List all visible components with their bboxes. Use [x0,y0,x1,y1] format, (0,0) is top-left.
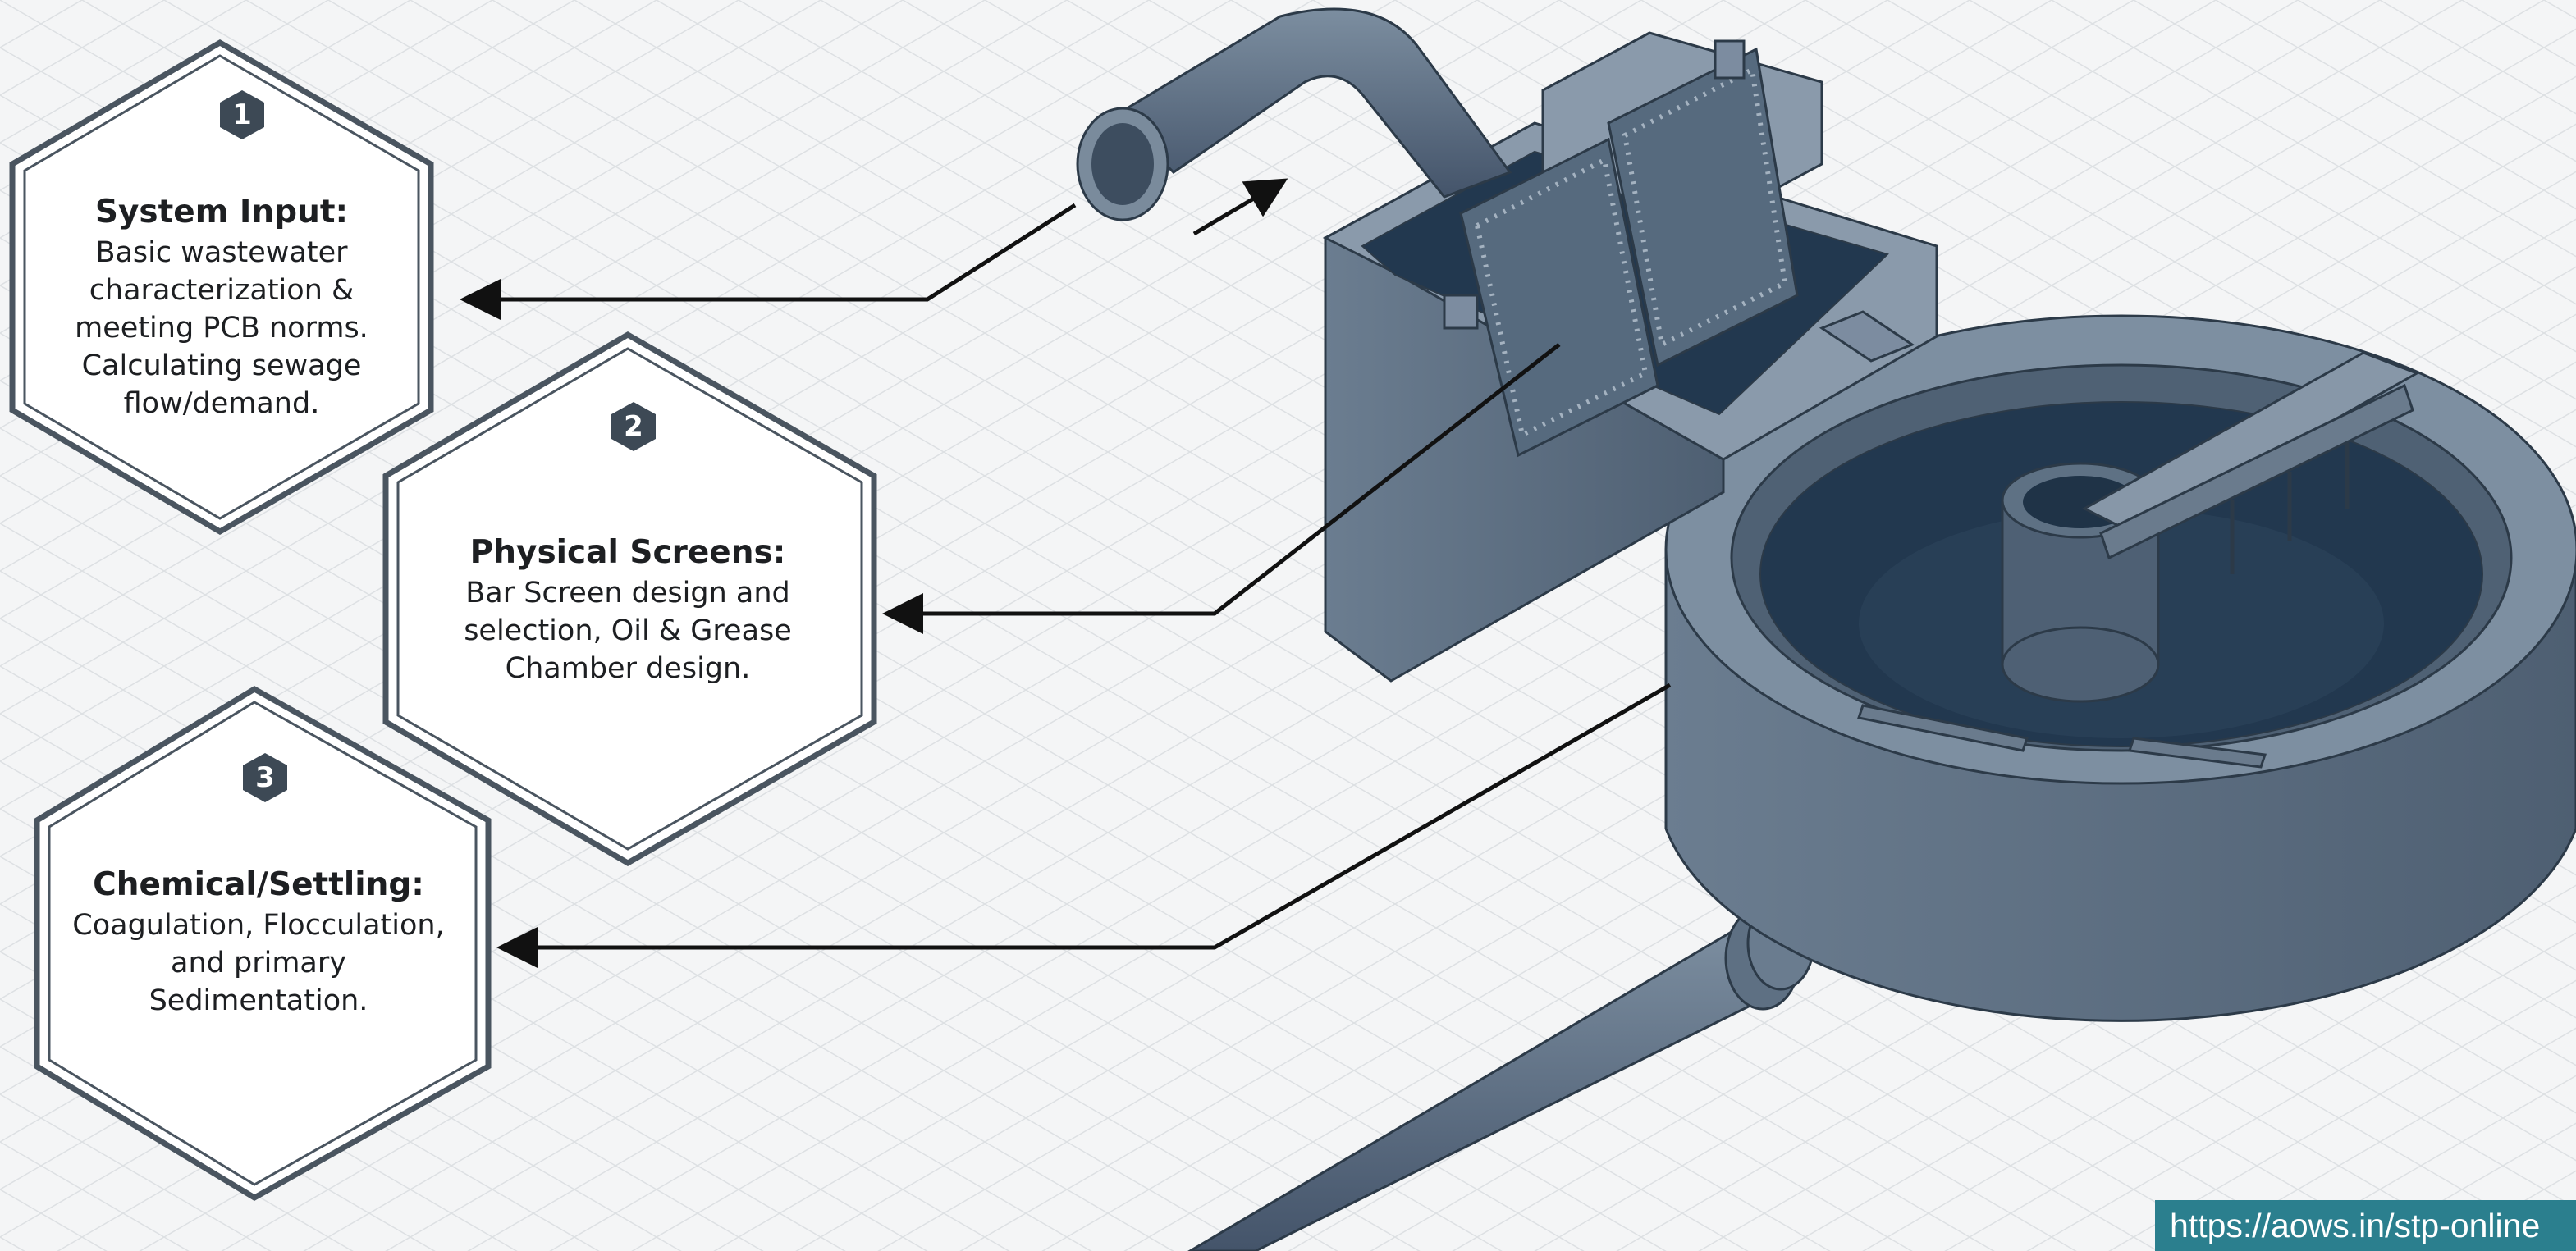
flow-arrow-icon [1192,178,1288,236]
step-1-text: System Input: Basic wastewater character… [70,193,373,422]
bar-screen-icon [1443,39,1799,458]
hexagon-step-3 [34,685,492,1202]
step-3-text: Chemical/Settling: Coagulation, Floccula… [66,865,451,1020]
clarifier-tank-icon [1664,314,2576,1022]
step-2-badge [611,402,656,451]
step-2-description: Bar Screen design and selection, Oil & G… [464,577,792,685]
step-3-number: 3 [255,761,275,794]
step-2-title: Physical Screens: [469,534,786,571]
hexagon-step-1 [9,39,434,536]
step-1-description: Basic wastewater characterization & meet… [75,236,368,420]
step-3-title: Chemical/Settling: [93,866,424,903]
step-hexagons [9,39,877,1202]
step-3-badge [243,753,287,802]
step-1-title: System Input: [94,194,349,231]
step-1-number: 1 [232,98,252,131]
inflow-pipe-icon [1076,7,1512,221]
url-badge[interactable]: https://aows.in/stp-online [2155,1200,2576,1251]
step-2-text: Physical Screens: Bar Screen design and … [435,533,821,687]
hexagon-step-2 [382,331,877,867]
connector-arrows [460,203,1672,968]
step-3-description: Coagulation, Flocculation, and primary S… [72,909,445,1017]
step-2-number: 2 [624,410,643,443]
step-1-badge [220,90,264,139]
